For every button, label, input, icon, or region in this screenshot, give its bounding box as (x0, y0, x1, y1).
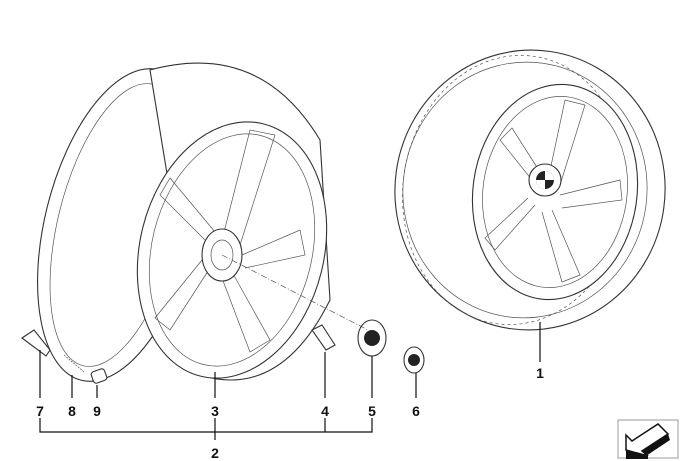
callout-3: 3 (211, 403, 219, 419)
callout-8: 8 (68, 403, 76, 419)
small-parts (21, 254, 425, 384)
callout-7: 7 (36, 403, 44, 419)
rim-drawing (37, 62, 331, 382)
callout-1: 1 (536, 365, 544, 381)
callout-5: 5 (368, 403, 376, 419)
callout-6: 6 (412, 403, 420, 419)
callout-9: 9 (93, 403, 101, 419)
callout-2: 2 (211, 445, 219, 461)
callout-4: 4 (321, 403, 329, 419)
tire-wheel-drawing (394, 49, 666, 331)
leader-lines (39, 322, 541, 440)
arrow-down-left-icon[interactable] (617, 419, 679, 459)
